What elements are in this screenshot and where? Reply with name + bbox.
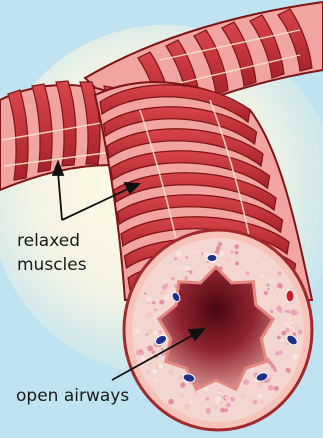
relaxed-muscles-label: relaxed muscles (17, 229, 87, 277)
open-airways-label: open airways (16, 384, 129, 408)
airway-cross-section (124, 230, 312, 430)
relaxed-muscles-line2: muscles (17, 253, 87, 277)
relaxed-muscles-line1: relaxed (17, 229, 87, 253)
